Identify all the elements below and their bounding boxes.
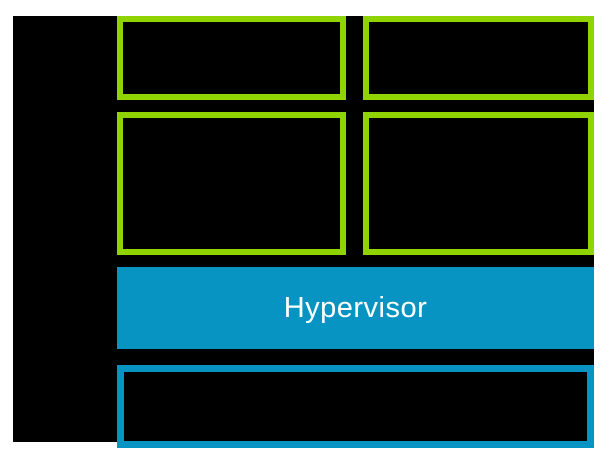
hypervisor-label: Hypervisor (283, 291, 428, 324)
hypervisor-bar: Hypervisor (117, 267, 594, 349)
vm-box-bottom-right (363, 112, 594, 255)
vm-box-top-right (363, 16, 594, 100)
vm-box-top-left (117, 16, 346, 100)
hardware-box (117, 365, 594, 448)
vm-box-bottom-left (117, 112, 346, 255)
